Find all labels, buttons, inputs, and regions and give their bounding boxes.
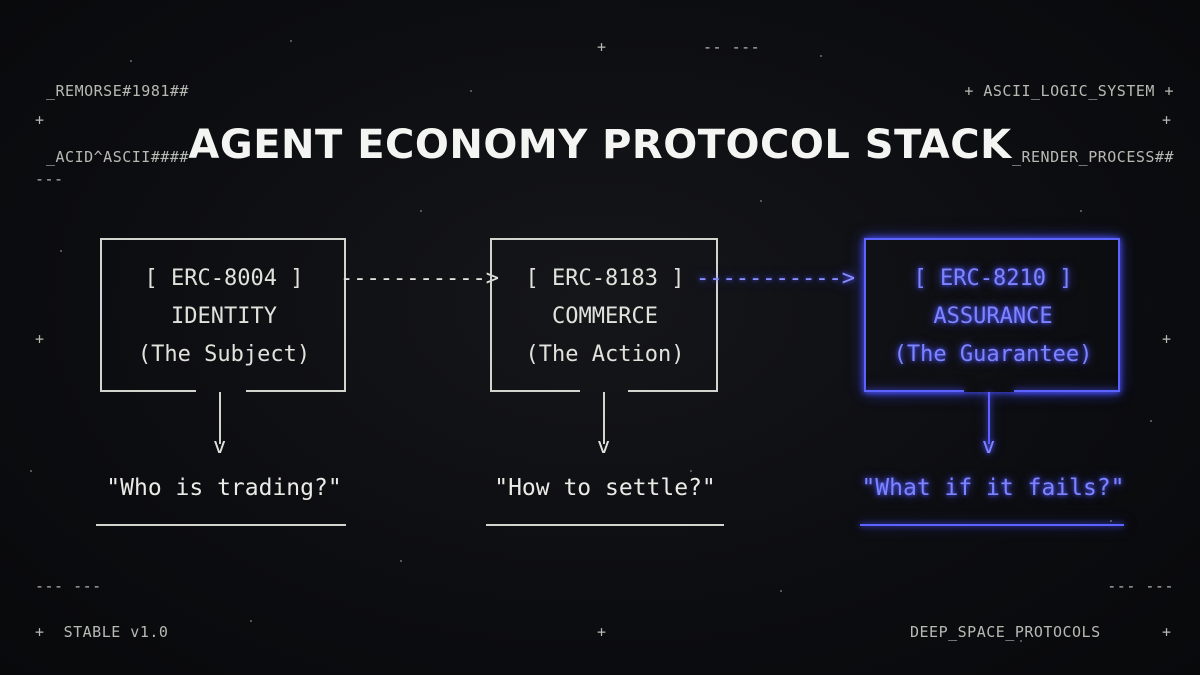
box-bottom-left: [100, 390, 196, 392]
node-stem: [988, 392, 990, 444]
node-box: [864, 238, 1120, 392]
top-left-tag: _REMORSE#1981## _ACID^ASCII####: [46, 36, 189, 190]
node-tag: [ ERC-8210 ]: [913, 266, 1073, 291]
node-question: "What if it fails?": [861, 475, 1125, 501]
top-left-line-1: _REMORSE#1981##: [46, 82, 189, 100]
bottom-right-label: DEEP_SPACE_PROTOCOLS: [910, 623, 1101, 641]
left-dashes: ---: [35, 170, 64, 188]
node-name: IDENTITY: [171, 304, 277, 329]
node-box: [490, 238, 718, 392]
plus-mark-right-top: +: [1162, 111, 1172, 129]
box-bottom-left: [490, 390, 580, 392]
page-title: AGENT ECONOMY PROTOCOL STACK: [188, 122, 1012, 168]
node-role: (The Guarantee): [893, 342, 1093, 367]
bottom-right-dashes: --- ---: [1107, 577, 1174, 595]
node-stem: [603, 392, 605, 444]
top-right-line-2: _RENDER_PROCESS##: [1011, 148, 1174, 166]
bottom-center-plus: +: [597, 623, 607, 641]
node-name: COMMERCE: [552, 304, 658, 329]
plus-mark-left-mid: +: [35, 330, 45, 348]
plus-mark-right-mid: +: [1162, 330, 1172, 348]
box-bottom-right: [1014, 390, 1120, 392]
top-center-dashes: -- ---: [703, 38, 761, 56]
node-role: (The Subject): [137, 342, 311, 367]
node-stem: [219, 392, 221, 444]
node-question: "Who is trading?": [106, 475, 342, 501]
plus-mark-left-top: +: [35, 111, 45, 129]
protocol-node-assurance: [ ERC-8210 ] ASSURANCE (The Guarantee) v…: [860, 238, 1125, 538]
down-arrow-icon: v: [982, 434, 996, 459]
down-arrow-icon: v: [597, 434, 611, 459]
node-underline: [860, 524, 1124, 526]
bottom-right-plus: +: [1162, 623, 1172, 641]
node-box: [100, 238, 346, 392]
protocol-node-identity: [ ERC-8004 ] IDENTITY (The Subject) v "W…: [96, 238, 348, 538]
top-right-tag: + ASCII_LOGIC_SYSTEM + _RENDER_PROCESS##: [964, 36, 1174, 190]
bottom-left-dashes: --- ---: [35, 577, 102, 595]
node-underline: [96, 524, 346, 526]
box-bottom-right: [246, 390, 346, 392]
bottom-left-status: + STABLE v1.0: [35, 623, 169, 641]
top-center-plus: +: [597, 38, 607, 56]
connector-commerce-assurance: ----------->: [696, 266, 855, 291]
top-left-line-2: _ACID^ASCII####: [46, 148, 189, 166]
node-question: "How to settle?": [494, 475, 716, 501]
node-underline: [486, 524, 724, 526]
down-arrow-icon: v: [213, 434, 227, 459]
box-bottom-left: [864, 390, 964, 392]
node-name: ASSURANCE: [933, 304, 1053, 329]
connector-identity-commerce: ----------->: [340, 266, 499, 291]
box-bottom-right: [628, 390, 718, 392]
node-tag: [ ERC-8004 ]: [144, 266, 304, 291]
node-role: (The Action): [525, 342, 685, 367]
node-tag: [ ERC-8183 ]: [525, 266, 685, 291]
protocol-node-commerce: [ ERC-8183 ] COMMERCE (The Action) v "Ho…: [486, 238, 724, 538]
top-right-line-1: + ASCII_LOGIC_SYSTEM +: [964, 82, 1174, 100]
